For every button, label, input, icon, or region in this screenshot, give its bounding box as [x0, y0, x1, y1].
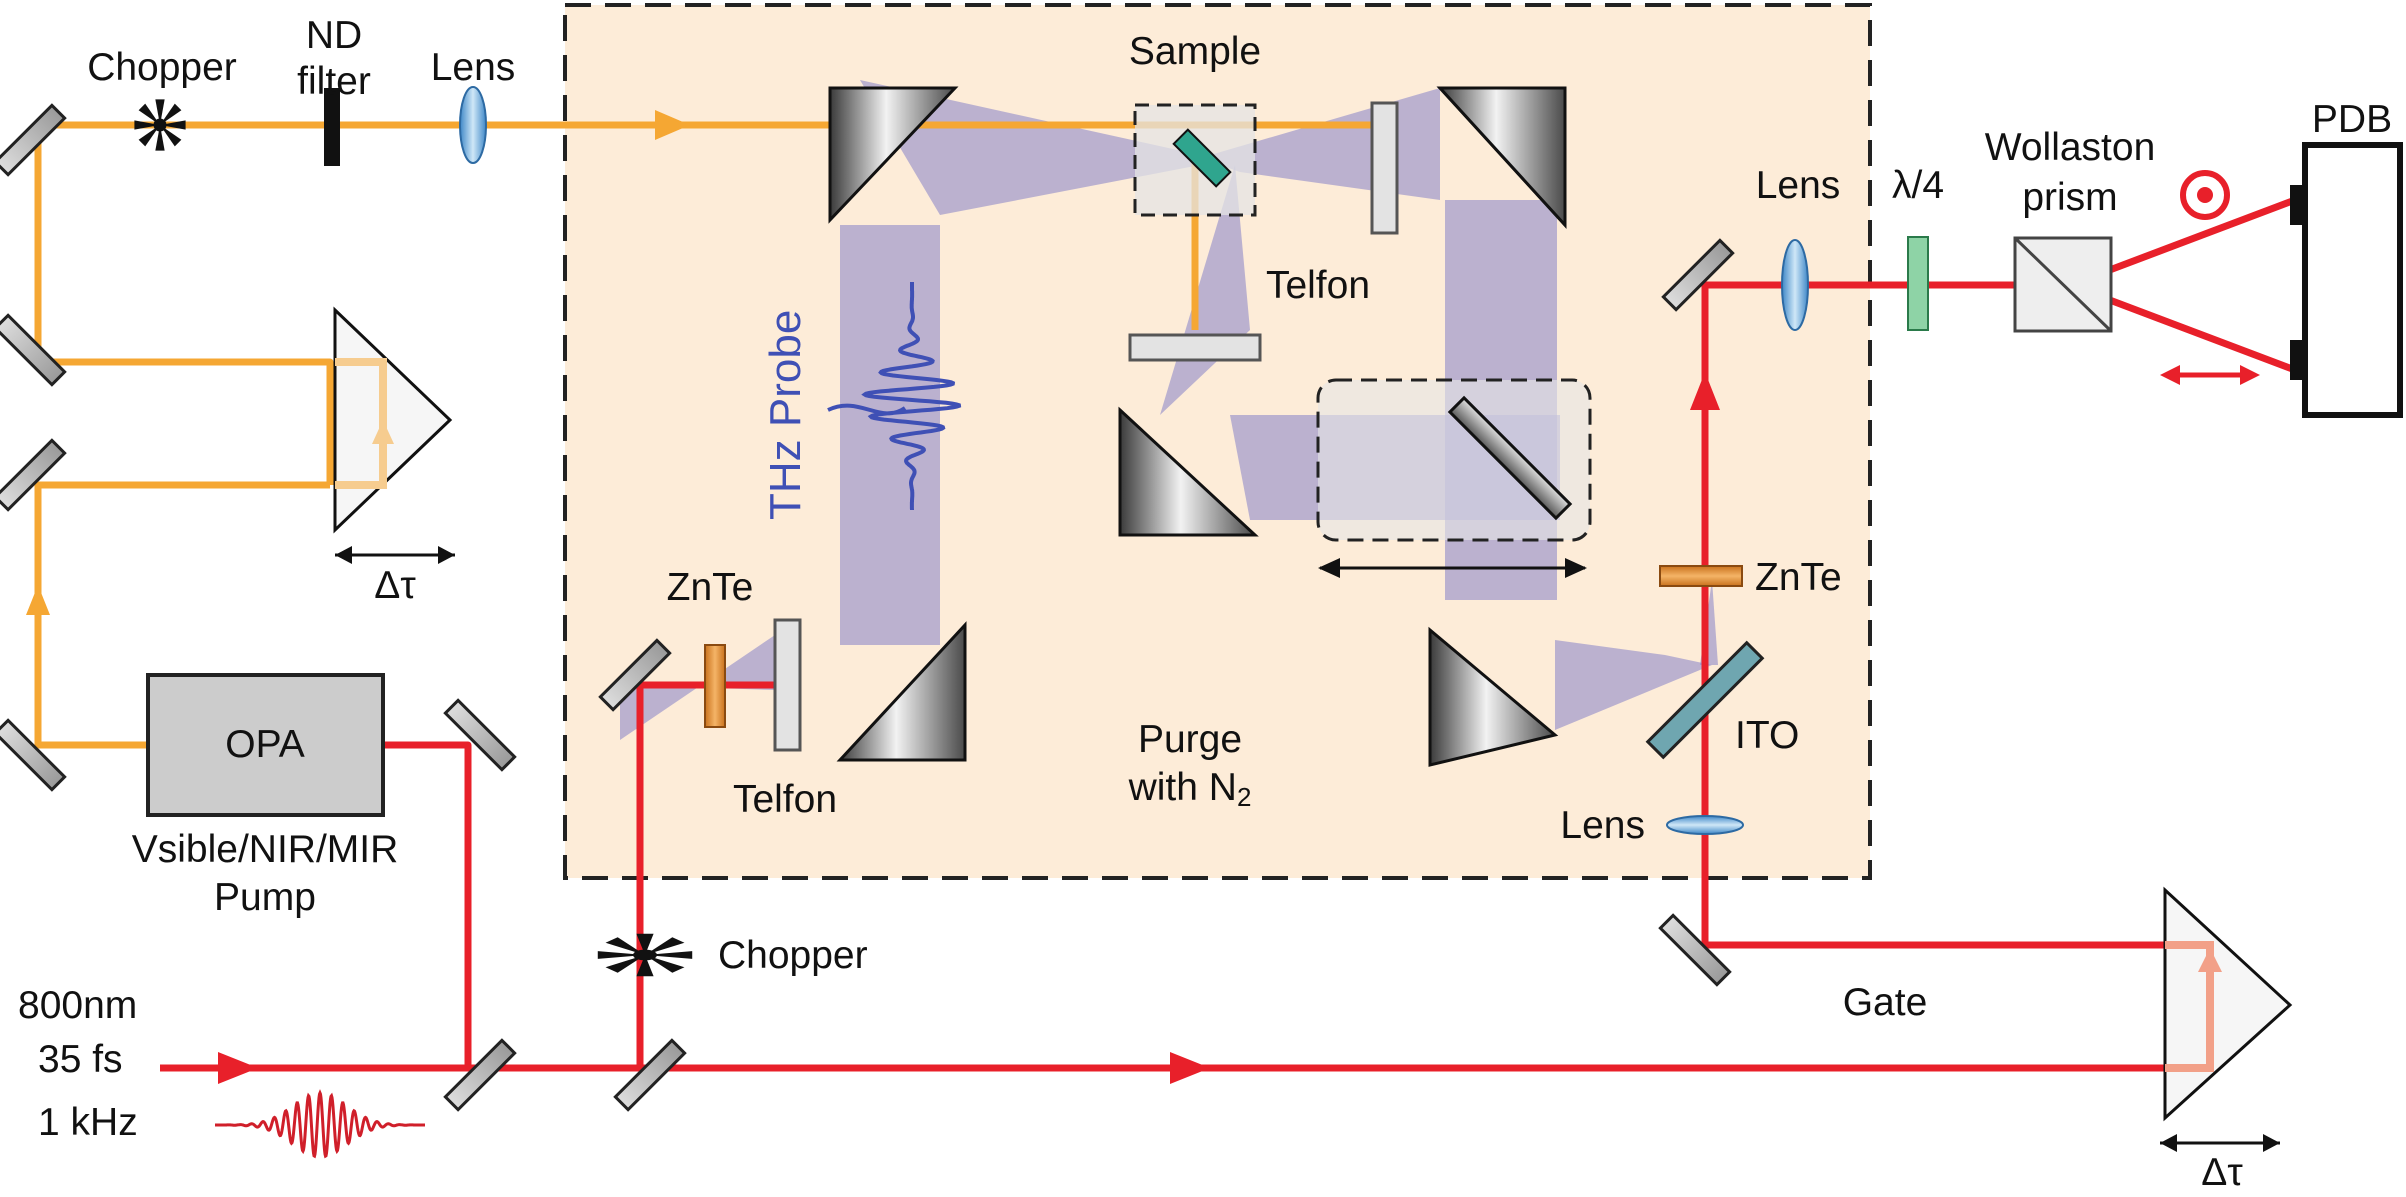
parabolic-mirror-bottom-left [836, 621, 967, 762]
chopper-top-label: Chopper [87, 46, 237, 89]
probe-beam-arrow-1 [218, 1052, 258, 1084]
chopper-blade [605, 955, 645, 973]
polarization-in-plane-icon [2160, 365, 2260, 385]
balanced-photodetector [2290, 142, 2403, 418]
teflon-plate-left [773, 618, 802, 752]
teflon-top-label: Telfon [1266, 264, 1370, 307]
mirror-gate-top [1661, 238, 1735, 312]
purge-label-line2: with N2 [1128, 766, 1252, 812]
chopper-blade [160, 120, 186, 130]
teflon-plate-top [1370, 101, 1399, 235]
polarization-out-of-plane-icon [2180, 170, 2230, 220]
ito-plate [1645, 640, 1765, 760]
chopper-blade [597, 951, 645, 959]
znte-left-label: ZnTe [667, 566, 754, 609]
delay-stage-left [333, 306, 455, 564]
parabolic-mirror-top-right-body [1436, 86, 1567, 229]
sample-label: Sample [1129, 30, 1261, 73]
chopper-hub [633, 949, 657, 961]
chopper-blade [645, 955, 685, 973]
laser-pulse-icon [215, 1089, 425, 1159]
parabolic-mirror-top-left [828, 86, 959, 224]
flat-mirrors [0, 103, 1735, 1112]
wollaston-prism [2013, 236, 2113, 333]
probe-beam-arrow-up [1690, 372, 1720, 410]
translation-stage [1316, 378, 1592, 542]
chopper-blade [160, 103, 182, 125]
znte-generator [704, 644, 726, 728]
delay-left-label: Δτ [374, 564, 416, 607]
chopper-icon-top [134, 99, 186, 151]
sample-crystal [1172, 128, 1232, 188]
mirror-gate-bottom [1658, 913, 1732, 987]
quarter-waveplate [1907, 236, 1929, 331]
nd-filter-label-2: filter [297, 60, 371, 103]
chopper-icon-bottom [597, 933, 693, 977]
stage-arrow [1318, 558, 1587, 578]
chopper-blade [155, 125, 165, 151]
pdb-label: PDB [2312, 98, 2392, 141]
chopper-blade [138, 103, 160, 125]
pump-beam-arrow-right [655, 110, 690, 140]
stage-mirror [1447, 395, 1573, 521]
nd-filter [324, 88, 340, 166]
chopper-blade [138, 125, 160, 147]
chopper-blade [645, 937, 685, 955]
mirror-pump-2 [0, 313, 67, 387]
thz-probe-label: THz Probe [761, 310, 810, 520]
thz-waveform [827, 282, 962, 510]
chopper-blade [155, 99, 165, 125]
opa-caption-line1: Vsible/NIR/MIR [132, 828, 399, 871]
laser-pulse-width: 35 fs [38, 1038, 123, 1081]
mirror-opa-out [443, 698, 517, 772]
mirror-pump-4 [0, 718, 67, 792]
ito-label: ITO [1735, 714, 1799, 757]
mirror-thz-gen [598, 638, 672, 712]
lens-right-label: Lens [1756, 164, 1841, 207]
laser-wavelength: 800nm [18, 984, 137, 1027]
opa-box [146, 673, 385, 817]
parabolic-mirror-middle [1118, 406, 1259, 537]
delay-right-label: Δτ [2201, 1151, 2243, 1192]
laser-rep-rate: 1 kHz [38, 1101, 138, 1144]
gate-label: Gate [1843, 981, 1928, 1024]
beamsplitter-1 [443, 1038, 517, 1112]
probe-beam-arrow-2 [1170, 1052, 1210, 1084]
opa-label: OPA [225, 723, 304, 766]
lens-bottom-label: Lens [1560, 804, 1645, 847]
chopper-blade [160, 125, 182, 147]
znte-detector-label: ZnTe [1755, 556, 1842, 599]
opa-caption-line2: Pump [214, 876, 316, 919]
lens-bottom [1666, 815, 1744, 835]
wollaston-label-2: prism [2022, 176, 2117, 219]
parabolic-mirrors [828, 86, 1567, 767]
chopper-blade [134, 120, 160, 130]
quarter-waveplate-label: λ/4 [1892, 164, 1944, 207]
beamsplitter-2 [613, 1038, 687, 1112]
chopper-blade [605, 937, 645, 955]
teflon-plate-middle [1128, 333, 1262, 362]
delay-stage-right [2160, 886, 2293, 1152]
nd-filter-label-1: ND [306, 14, 362, 57]
teflon-left-label: Telfon [733, 778, 837, 821]
mirror-pump-3 [0, 438, 67, 512]
chopper-blade [636, 955, 654, 977]
lens-right [1781, 239, 1809, 331]
chopper-blade [636, 933, 654, 955]
chopper-blade [645, 951, 693, 959]
purge-label-line1: Purge [1138, 718, 1242, 761]
lens-top [459, 86, 487, 164]
lens-top-label: Lens [431, 46, 516, 89]
chopper-bottom-label: Chopper [718, 934, 868, 977]
mirror-pump-1 [0, 103, 67, 177]
wollaston-label-1: Wollaston [1985, 126, 2156, 169]
pump-beam-arrow-up [26, 585, 50, 615]
znte-detector [1659, 565, 1743, 587]
parabolic-mirror-bottom-right [1428, 626, 1559, 767]
chopper-hub [153, 118, 167, 132]
